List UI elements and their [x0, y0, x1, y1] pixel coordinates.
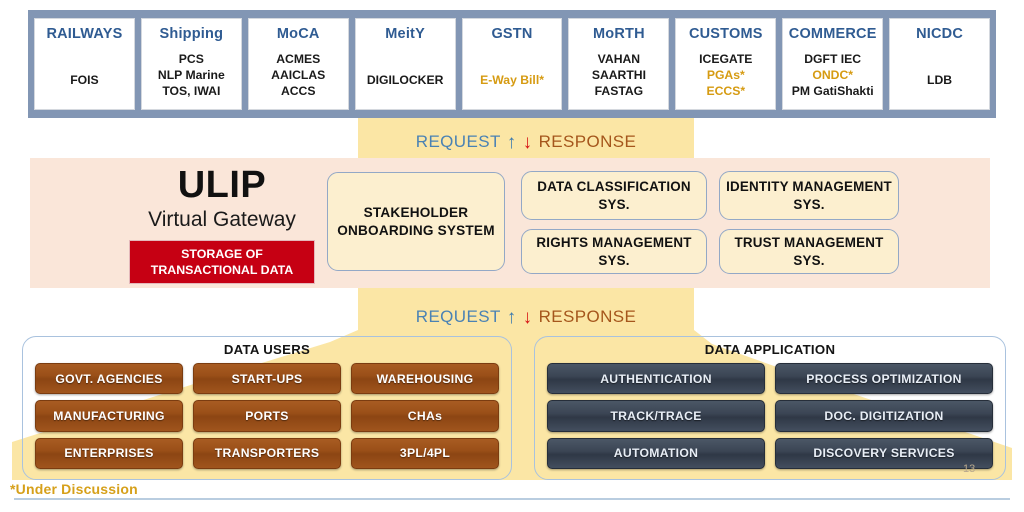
provider-title: MoCA: [276, 26, 320, 42]
data-application-chip[interactable]: DOC. DIGITIZATION: [775, 400, 993, 432]
ulip-identity-block: ULIP Virtual Gateway STORAGE OF TRANSACT…: [92, 164, 352, 285]
data-users-panel: DATA USERS GOVT. AGENCIES START-UPS WAREHO…: [22, 336, 512, 480]
provider-item: AAICLAS: [271, 68, 326, 83]
provider-item: DGFT IEC: [804, 52, 862, 67]
page-number: 13: [963, 463, 976, 475]
request-label-bottom: REQUEST: [415, 307, 501, 326]
data-users-grid: GOVT. AGENCIES START-UPS WAREHOUSING MANUFA…: [35, 363, 499, 469]
module-data-classification[interactable]: DATA CLASSIFICATION SYS.: [521, 171, 707, 220]
provider-title: CUSTOMS: [688, 26, 763, 42]
provider-item: NLP Marine: [157, 68, 225, 83]
data-application-chip[interactable]: AUTHENTICATION: [547, 363, 765, 395]
provider-item: ICEGATE: [699, 52, 753, 67]
provider-item: ACCS: [280, 84, 316, 99]
storage-badge: STORAGE OF TRANSACTIONAL DATA: [129, 240, 315, 285]
data-user-chip[interactable]: WAREHOUSING: [351, 363, 499, 395]
request-label-top: REQUEST: [415, 132, 501, 151]
arrow-down-icon: ↓: [522, 131, 533, 153]
provider-card[interactable]: MeitY DIGILOCKER: [354, 18, 456, 110]
provider-item: LDB: [927, 72, 953, 87]
provider-item: E-Way Bill*: [480, 72, 544, 87]
provider-item: PCS: [178, 52, 204, 67]
provider-title: Shipping: [159, 26, 224, 42]
response-label-top: RESPONSE: [538, 132, 637, 151]
provider-card[interactable]: RAILWAYS FOIS: [34, 18, 135, 110]
provider-item: FASTAG: [594, 84, 644, 99]
provider-item: FOIS: [70, 72, 99, 87]
provider-item-list: LDB: [892, 46, 987, 105]
ulip-title: ULIP: [177, 164, 267, 206]
data-application-panel: DATA APPLICATION AUTHENTICATION PROCESS O…: [534, 336, 1006, 480]
provider-item: ONDC*: [812, 68, 853, 83]
module-rights-management[interactable]: RIGHTS MANAGEMENT SYS.: [521, 229, 707, 274]
provider-item-list: FOIS: [37, 46, 132, 105]
flow-labels-bottom: REQUEST ↑ ↓ RESPONSE: [358, 301, 694, 333]
bottom-divider: [14, 498, 1010, 500]
data-user-chip[interactable]: MANUFACTURING: [35, 400, 183, 432]
footnote-under-discussion: *Under Discussion: [10, 481, 138, 497]
provider-title: COMMERCE: [788, 26, 877, 42]
provider-title: MoRTH: [593, 26, 645, 42]
data-application-chip[interactable]: AUTOMATION: [547, 437, 765, 469]
data-application-title: DATA APPLICATION: [704, 342, 836, 357]
provider-title: NICDC: [916, 26, 964, 42]
provider-item-list: E-Way Bill*: [465, 46, 560, 105]
response-label-bottom: RESPONSE: [538, 307, 637, 326]
provider-item: DIGILOCKER: [366, 72, 444, 87]
data-user-chip[interactable]: START-UPS: [193, 363, 341, 395]
provider-item: SAARTHI: [591, 68, 646, 83]
provider-card[interactable]: GSTN E-Way Bill*: [461, 18, 563, 110]
data-users-title: DATA USERS: [223, 342, 311, 357]
data-application-chip[interactable]: PROCESS OPTIMIZATION: [775, 363, 993, 395]
arrow-up-icon: ↑: [506, 306, 517, 328]
provider-item-list: DIGILOCKER: [358, 46, 453, 105]
arrow-down-icon: ↓: [522, 306, 533, 328]
provider-title: MeitY: [385, 26, 425, 42]
data-user-chip[interactable]: ENTERPRISES: [35, 437, 183, 469]
provider-item: ECCS*: [706, 84, 746, 99]
module-stakeholder-onboarding[interactable]: STAKEHOLDER ONBOARDING SYSTEM: [327, 172, 505, 271]
data-user-chip[interactable]: CHAs: [351, 400, 499, 432]
module-trust-management[interactable]: TRUST MANAGEMENT SYS.: [719, 229, 899, 274]
data-application-grid: AUTHENTICATION PROCESS OPTIMIZATION TRACK/…: [547, 363, 993, 469]
provider-title: RAILWAYS: [46, 26, 123, 42]
provider-title: GSTN: [491, 26, 533, 42]
provider-item: TOS, IWAI: [162, 84, 221, 99]
provider-item: PGAs*: [706, 68, 745, 83]
provider-item: VAHAN: [597, 52, 641, 67]
data-user-chip[interactable]: TRANSPORTERS: [193, 437, 341, 469]
provider-item: PM GatiShakti: [791, 84, 874, 99]
provider-card[interactable]: NICDC LDB: [889, 18, 991, 110]
data-application-chip[interactable]: DISCOVERY SERVICES: [775, 437, 993, 469]
data-user-chip[interactable]: 3PL/4PL: [351, 437, 499, 469]
data-user-chip[interactable]: GOVT. AGENCIES: [35, 363, 183, 395]
module-identity-management[interactable]: IDENTITY MANAGEMENT SYS.: [719, 171, 899, 220]
data-user-chip[interactable]: PORTS: [193, 400, 341, 432]
flow-labels-top: REQUEST ↑ ↓ RESPONSE: [358, 126, 694, 158]
arrow-up-icon: ↑: [506, 131, 517, 153]
provider-item: ACMES: [276, 52, 321, 67]
data-application-chip[interactable]: TRACK/TRACE: [547, 400, 765, 432]
ulip-subtitle: Virtual Gateway: [148, 208, 296, 231]
